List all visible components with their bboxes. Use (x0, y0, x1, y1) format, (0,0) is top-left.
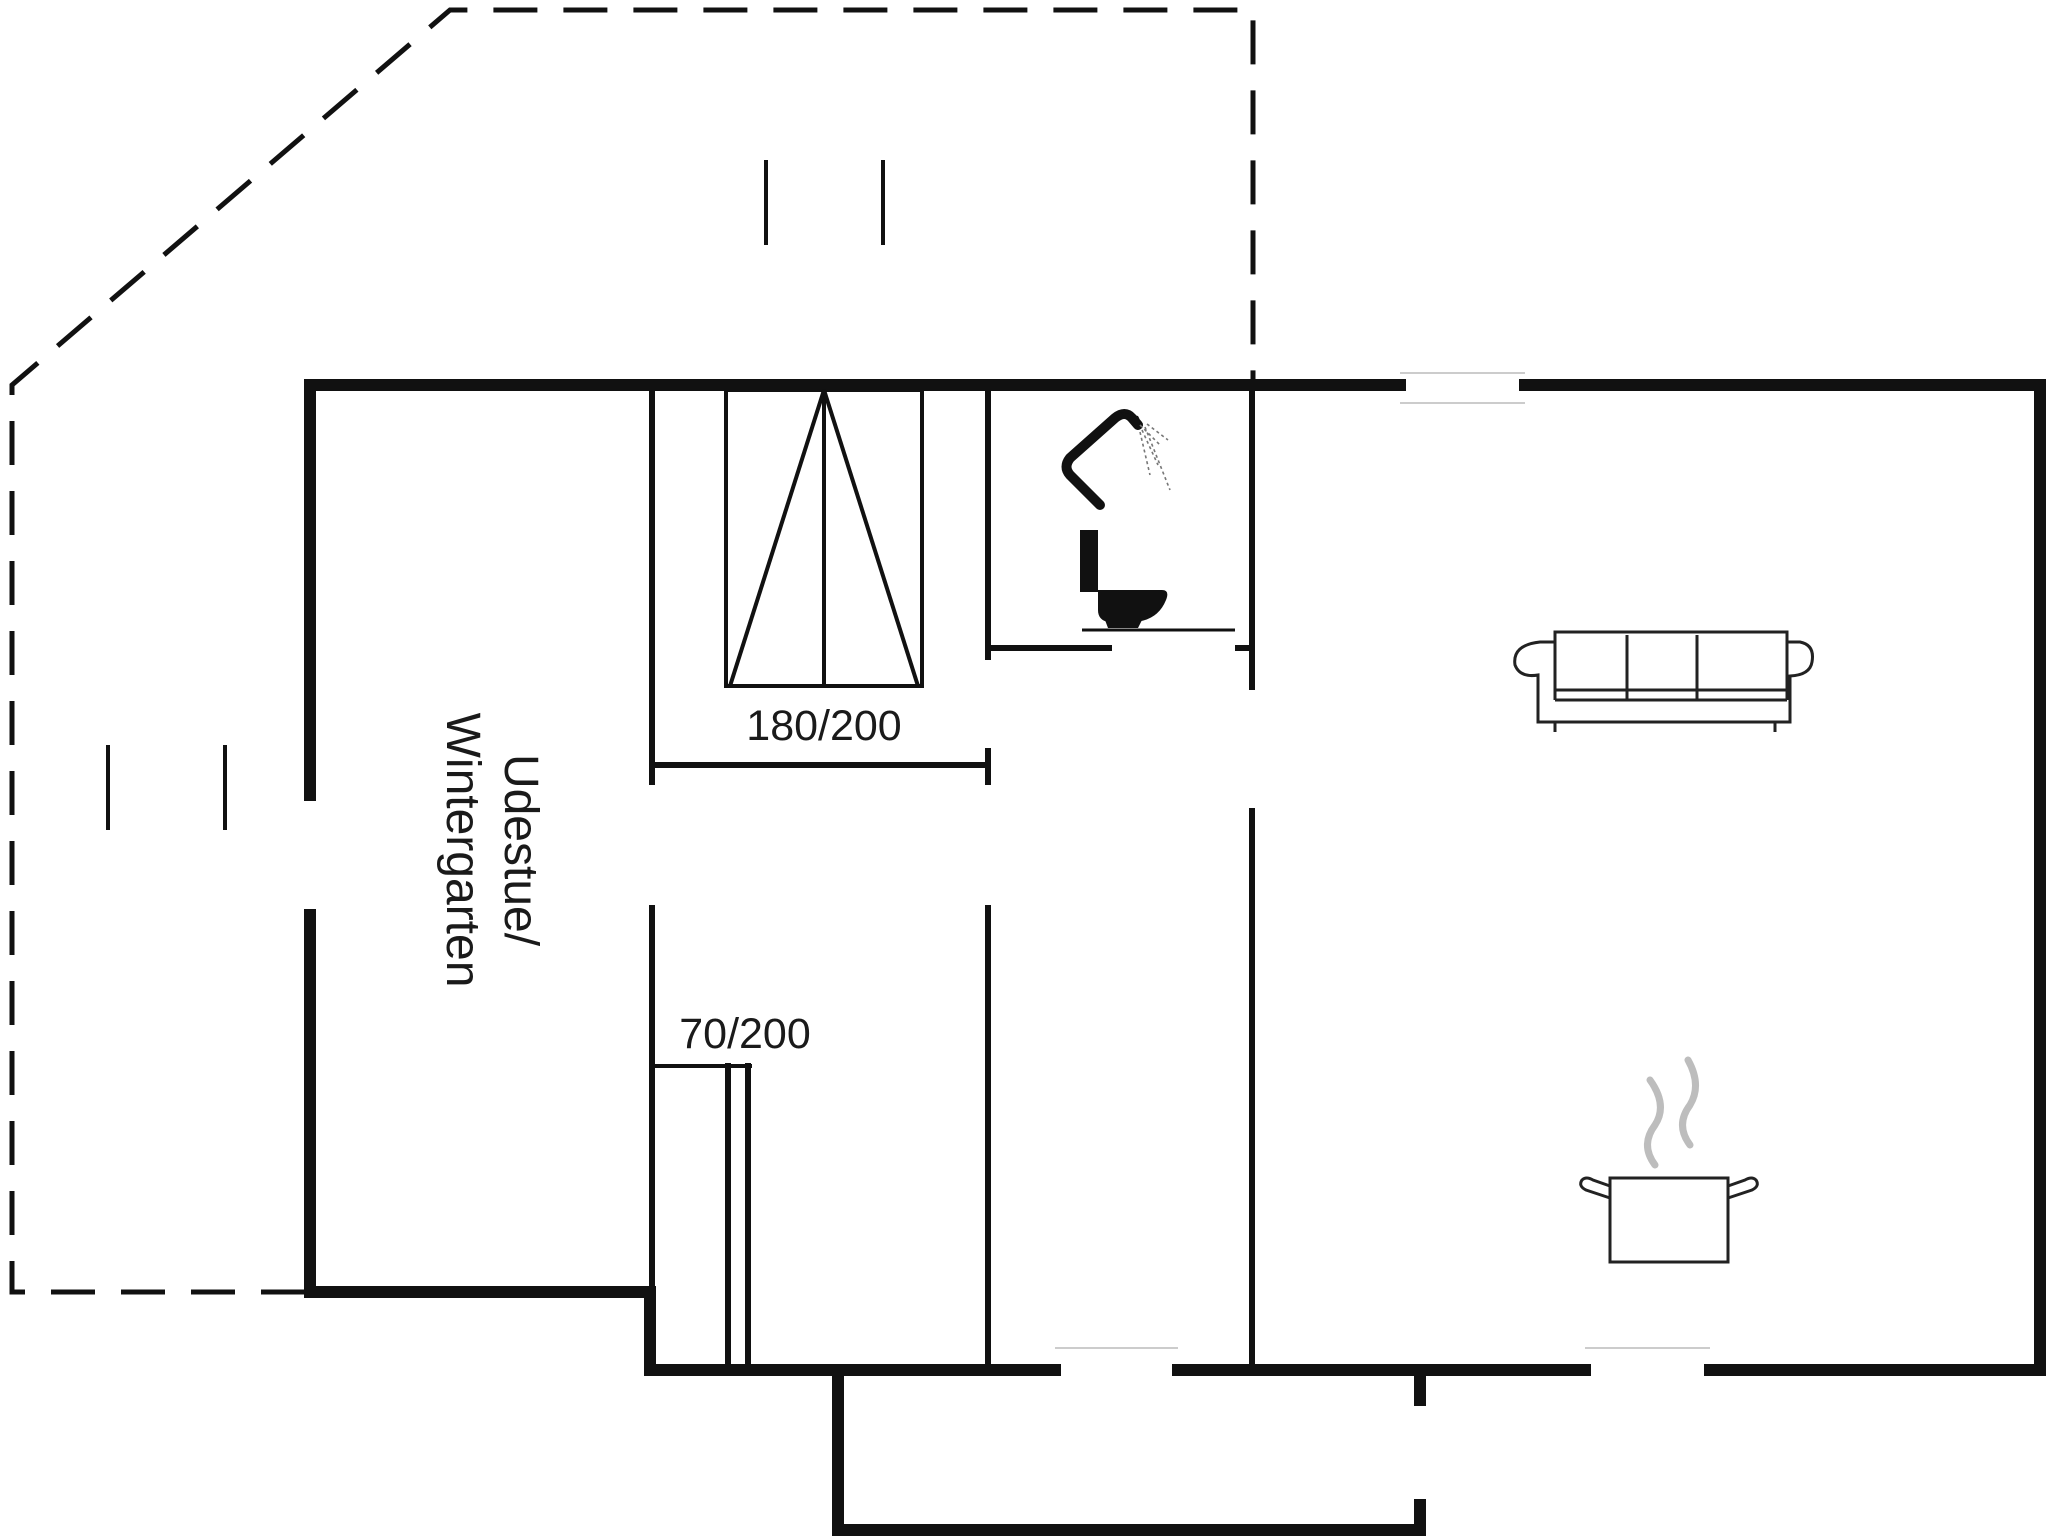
double-bed (724, 388, 924, 688)
terrace-marks (106, 160, 885, 830)
bed-label-70-200: 70/200 (679, 1010, 811, 1058)
shower-icon (1061, 409, 1171, 510)
room-label-winter-garden: Udestue/ Wintergarten (436, 713, 547, 988)
sofa-icon (1513, 630, 1814, 732)
room-label-line2: Wintergarten (436, 713, 489, 988)
room-label-line1: Udestue/ (494, 754, 547, 947)
outer-walls (304, 372, 2046, 1376)
terrace-outline (9, 7, 1256, 1295)
bed-label-180-200: 180/200 (746, 702, 901, 750)
interior-walls (649, 390, 1255, 1370)
single-bed (652, 1063, 752, 1368)
kitchen-pot-icon (1579, 1056, 1759, 1264)
toilet-icon (1080, 530, 1168, 632)
annex-walls (832, 1364, 1426, 1536)
